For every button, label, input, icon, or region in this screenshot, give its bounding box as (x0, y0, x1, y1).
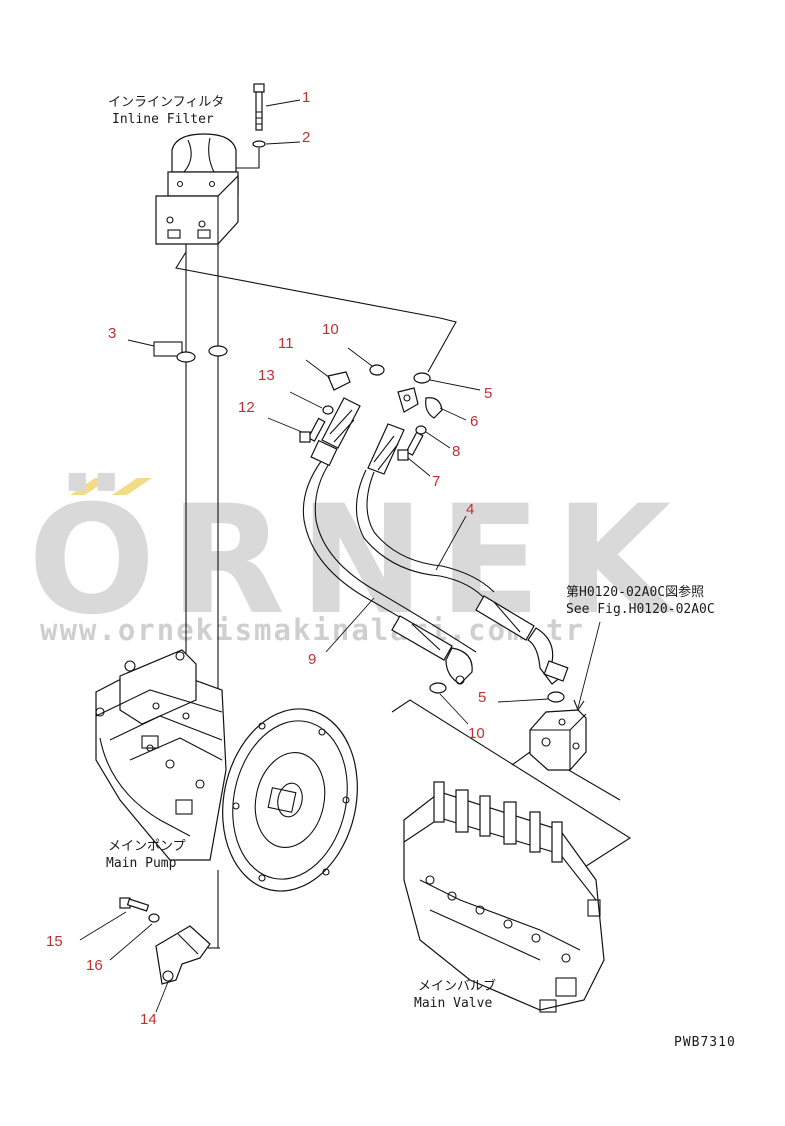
main-valve-label-en: Main Valve (414, 996, 492, 1011)
callout-13: 13 (258, 367, 275, 384)
washer-16 (109, 913, 160, 961)
callout-3: 3 (108, 325, 116, 342)
washer-13 (289, 391, 334, 415)
callout-8: 8 (452, 443, 460, 460)
flange-11 (305, 359, 351, 391)
watermark-brand: ÖRNEK (28, 472, 685, 648)
watermark-accent-right (112, 478, 152, 495)
fitting-upper-right (397, 387, 419, 413)
callout-6: 6 (470, 413, 478, 430)
o-rings-3 (127, 339, 228, 363)
callout-4: 4 (466, 501, 474, 518)
main-valve-label-ja: メインバルブ (418, 978, 496, 994)
callout-7: 7 (432, 473, 440, 490)
main-pump-label-en: Main Pump (106, 856, 177, 871)
inline-filter-label-en: Inline Filter (112, 112, 214, 127)
bracket-14 (155, 925, 211, 1013)
o-ring-5-upper (413, 372, 481, 391)
callout-11: 11 (278, 335, 294, 352)
main-pump-label-ja: メインポンプ (108, 839, 186, 854)
callout-10-lower: 10 (468, 725, 485, 742)
callout-9: 9 (308, 651, 316, 668)
callout-5-lower: 5 (478, 689, 486, 706)
callout-16: 16 (86, 957, 103, 974)
o-ring-10-lower (429, 682, 469, 725)
bolt-7 (397, 431, 431, 477)
block-see-fig: 第H0120-02A0C図参照 See Fig.H0120-02A0C (529, 584, 715, 771)
washer-2 (236, 140, 301, 169)
flange-6 (425, 397, 467, 421)
main-pump-drawing: メインポンプ Main Pump (95, 649, 358, 892)
callout-12: 12 (238, 399, 255, 416)
see-fig-label-ja: 第H0120-02A0C図参照 (566, 584, 704, 600)
hose-4 (355, 423, 569, 685)
main-valve-drawing: メインバルブ Main Valve (403, 781, 605, 1013)
watermark: ÖRNEK www.ornekismakinalari.com.tr (28, 472, 685, 648)
watermark-accent-left (70, 478, 110, 495)
inline-filter-drawing: インラインフィルタ Inline Filter (108, 95, 239, 245)
inline-filter-label-ja: インラインフィルタ (108, 95, 224, 110)
hose-9 (302, 397, 477, 685)
callout-5-upper: 5 (484, 385, 492, 402)
bolt-1 (253, 83, 301, 131)
callout-10-upper: 10 (322, 321, 339, 338)
bolt-15 (79, 897, 150, 941)
see-fig-label-en: See Fig.H0120-02A0C (566, 602, 715, 617)
callout-14: 14 (140, 1011, 157, 1028)
callout-numbers: 1 2 3 10 11 13 12 5 6 8 7 4 9 5 10 15 16… (46, 89, 492, 1028)
callout-15: 15 (46, 933, 63, 950)
callout-1: 1 (302, 89, 310, 106)
drawing-code: PWB7310 (674, 1035, 736, 1050)
callout-2: 2 (302, 129, 310, 146)
washer-8 (415, 425, 451, 449)
o-ring-10-upper (347, 347, 385, 376)
bolt-12 (267, 417, 326, 443)
o-ring-5-lower (497, 691, 565, 703)
